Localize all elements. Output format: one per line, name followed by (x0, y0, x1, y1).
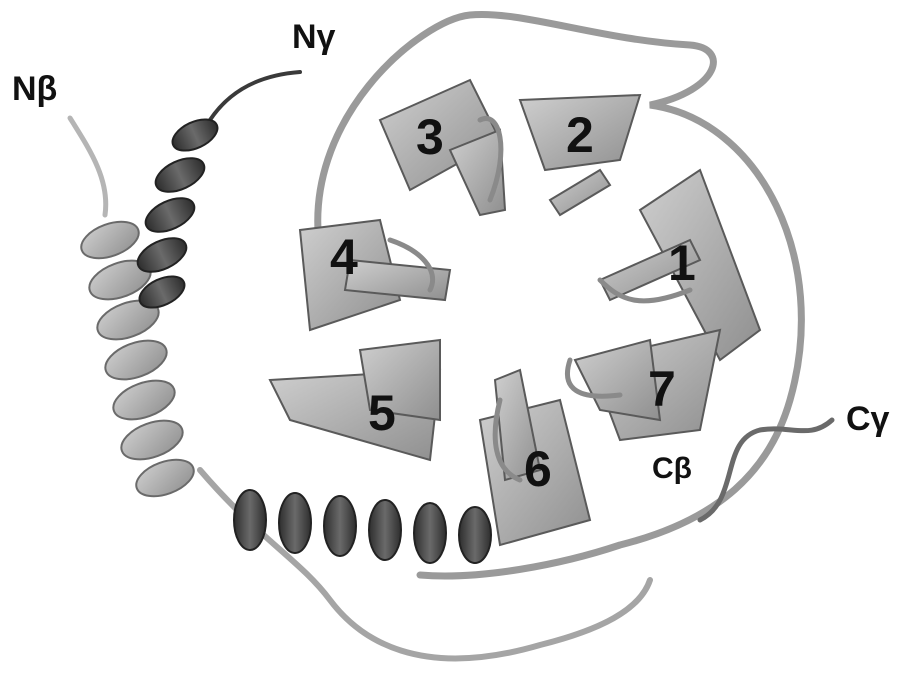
gamma-helix-lower (234, 490, 491, 563)
n-gamma-label: Nγ (292, 20, 335, 54)
blade-label-4: 4 (330, 232, 358, 282)
n-gamma-tail (210, 72, 300, 120)
n-beta-tail (70, 118, 106, 215)
c-gamma-tail (700, 420, 832, 520)
blade-2-strand (550, 170, 610, 215)
blade-label-3: 3 (416, 112, 444, 162)
blade-label-7: 7 (648, 364, 676, 414)
c-gamma-label: Cγ (846, 402, 889, 436)
blade-label-6: 6 (524, 444, 552, 494)
blade-label-1: 1 (668, 238, 696, 288)
n-beta-label: Nβ (12, 72, 57, 106)
c-beta-label: Cβ (652, 454, 692, 484)
blade-label-5: 5 (368, 388, 396, 438)
blade-label-2: 2 (566, 110, 594, 160)
